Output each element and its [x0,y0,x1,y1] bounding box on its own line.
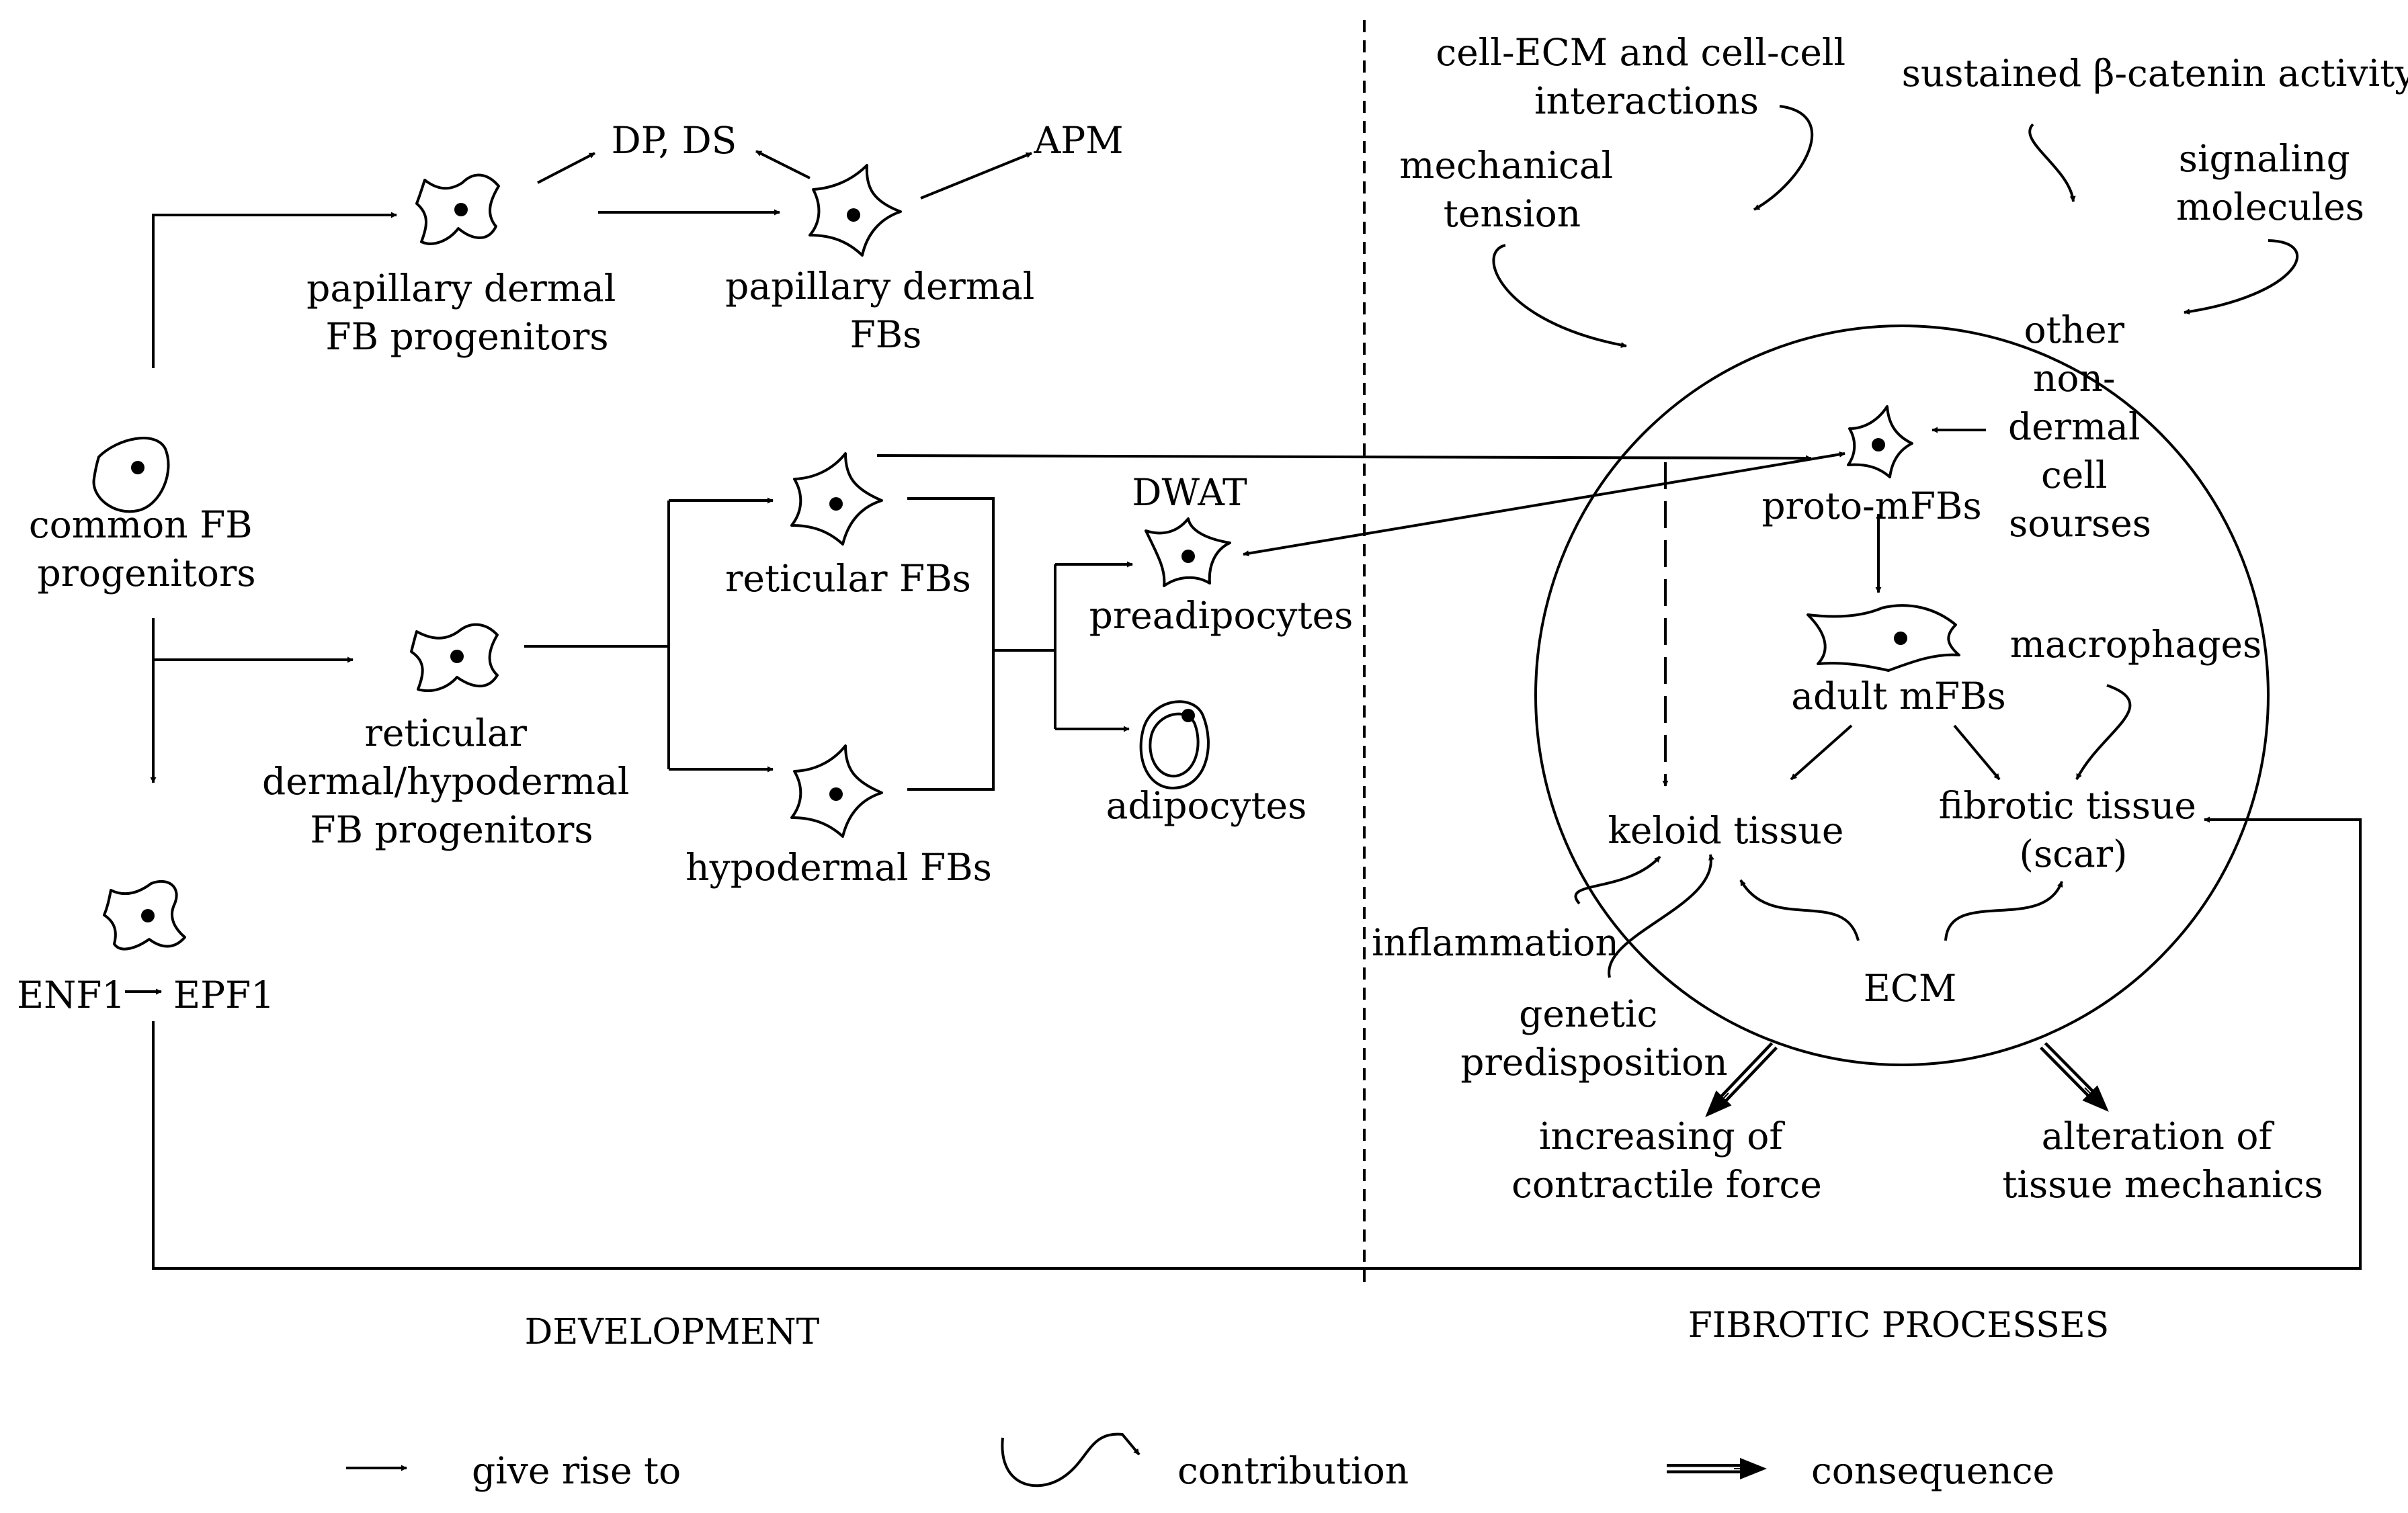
label-proto-mfbs: proto-mFBs [1761,484,1981,527]
legend-give-rise-label: give rise to [472,1449,681,1492]
section-title-development: DEVELOPMENT [525,1312,820,1352]
label-beta-catenin: sustained β-catenin activity [1902,52,2408,95]
label-reticular-fbs: reticular FBs [725,557,971,600]
cell-reticular-progenitor [410,623,499,693]
cell-enf1 [103,879,186,951]
label-dwat: DWAT [1132,471,1247,514]
label-other-sources: other non- dermal cell sourses [2008,308,2152,545]
label-common-progenitors: common FB progenitors [29,503,264,595]
label-epf1: EPF1 [173,974,274,1017]
fibrotic-region-ellipse [1534,325,2270,1066]
label-macrophages: macrophages [2010,623,2262,666]
label-preadipocytes: preadipocytes [1089,594,1354,637]
label-ecm: ECM [1864,967,1957,1010]
labels: DP, DS APM papillary dermal FB progenito… [17,31,2408,1352]
label-contractile-force: increasing of contractile force [1511,1115,1822,1206]
legend: give rise to contribution consequence [346,1432,2054,1492]
consequence-arrows [1705,1042,2109,1117]
label-cell-ecm: cell-ECM and cell-cell interactions [1436,31,1857,122]
label-papillary-progenitors: papillary dermal FB progenitors [306,267,628,358]
legend-contribution-label: contribution [1177,1449,1409,1492]
cell-adult-mfb [1807,604,1960,672]
label-papillary-fbs: papillary dermal FBs [725,265,1046,356]
cell-hypodermal-fb [790,744,883,838]
connectors [125,150,2362,1270]
cell-proto-mfb [1847,405,1913,478]
contribution-curves [1492,105,2298,978]
label-signaling-molecules: signaling molecules [2176,137,2364,228]
cell-papillary-fb [808,164,902,257]
cell-common-progenitor [92,437,170,513]
cell-adipocyte [1139,700,1210,789]
section-title-fibrotic: FIBROTIC PROCESSES [1688,1305,2110,1346]
label-adipocytes: adipocytes [1106,784,1307,827]
label-tissue-mechanics: alteration of tissue mechanics [2002,1115,2323,1206]
label-genetic-predisposition: genetic predisposition [1460,992,1727,1084]
label-fibrotic-tissue: fibrotic tissue (scar) [1939,784,2208,875]
cell-reticular-fb [790,452,883,546]
label-enf1: ENF1 [17,974,125,1017]
label-hypodermal-fbs: hypodermal FBs [686,846,992,889]
label-dp-ds: DP, DS [612,119,737,162]
cell-papillary-progenitor [415,173,500,245]
legend-consequence-label: consequence [1811,1449,2054,1492]
label-reticular-progenitors: reticular dermal/hypodermal FB progenito… [262,711,641,851]
label-apm: APM [1033,119,1123,162]
label-inflammation: inflammation [1372,921,1619,964]
label-keloid-tissue: keloid tissue [1608,809,1844,852]
cell-preadipocyte [1145,517,1231,587]
legend-contribution-curve [1001,1432,1140,1487]
label-adult-mfbs: adult mFBs [1791,675,2006,718]
label-mechanical-tension: mechanical tension [1399,144,1624,235]
